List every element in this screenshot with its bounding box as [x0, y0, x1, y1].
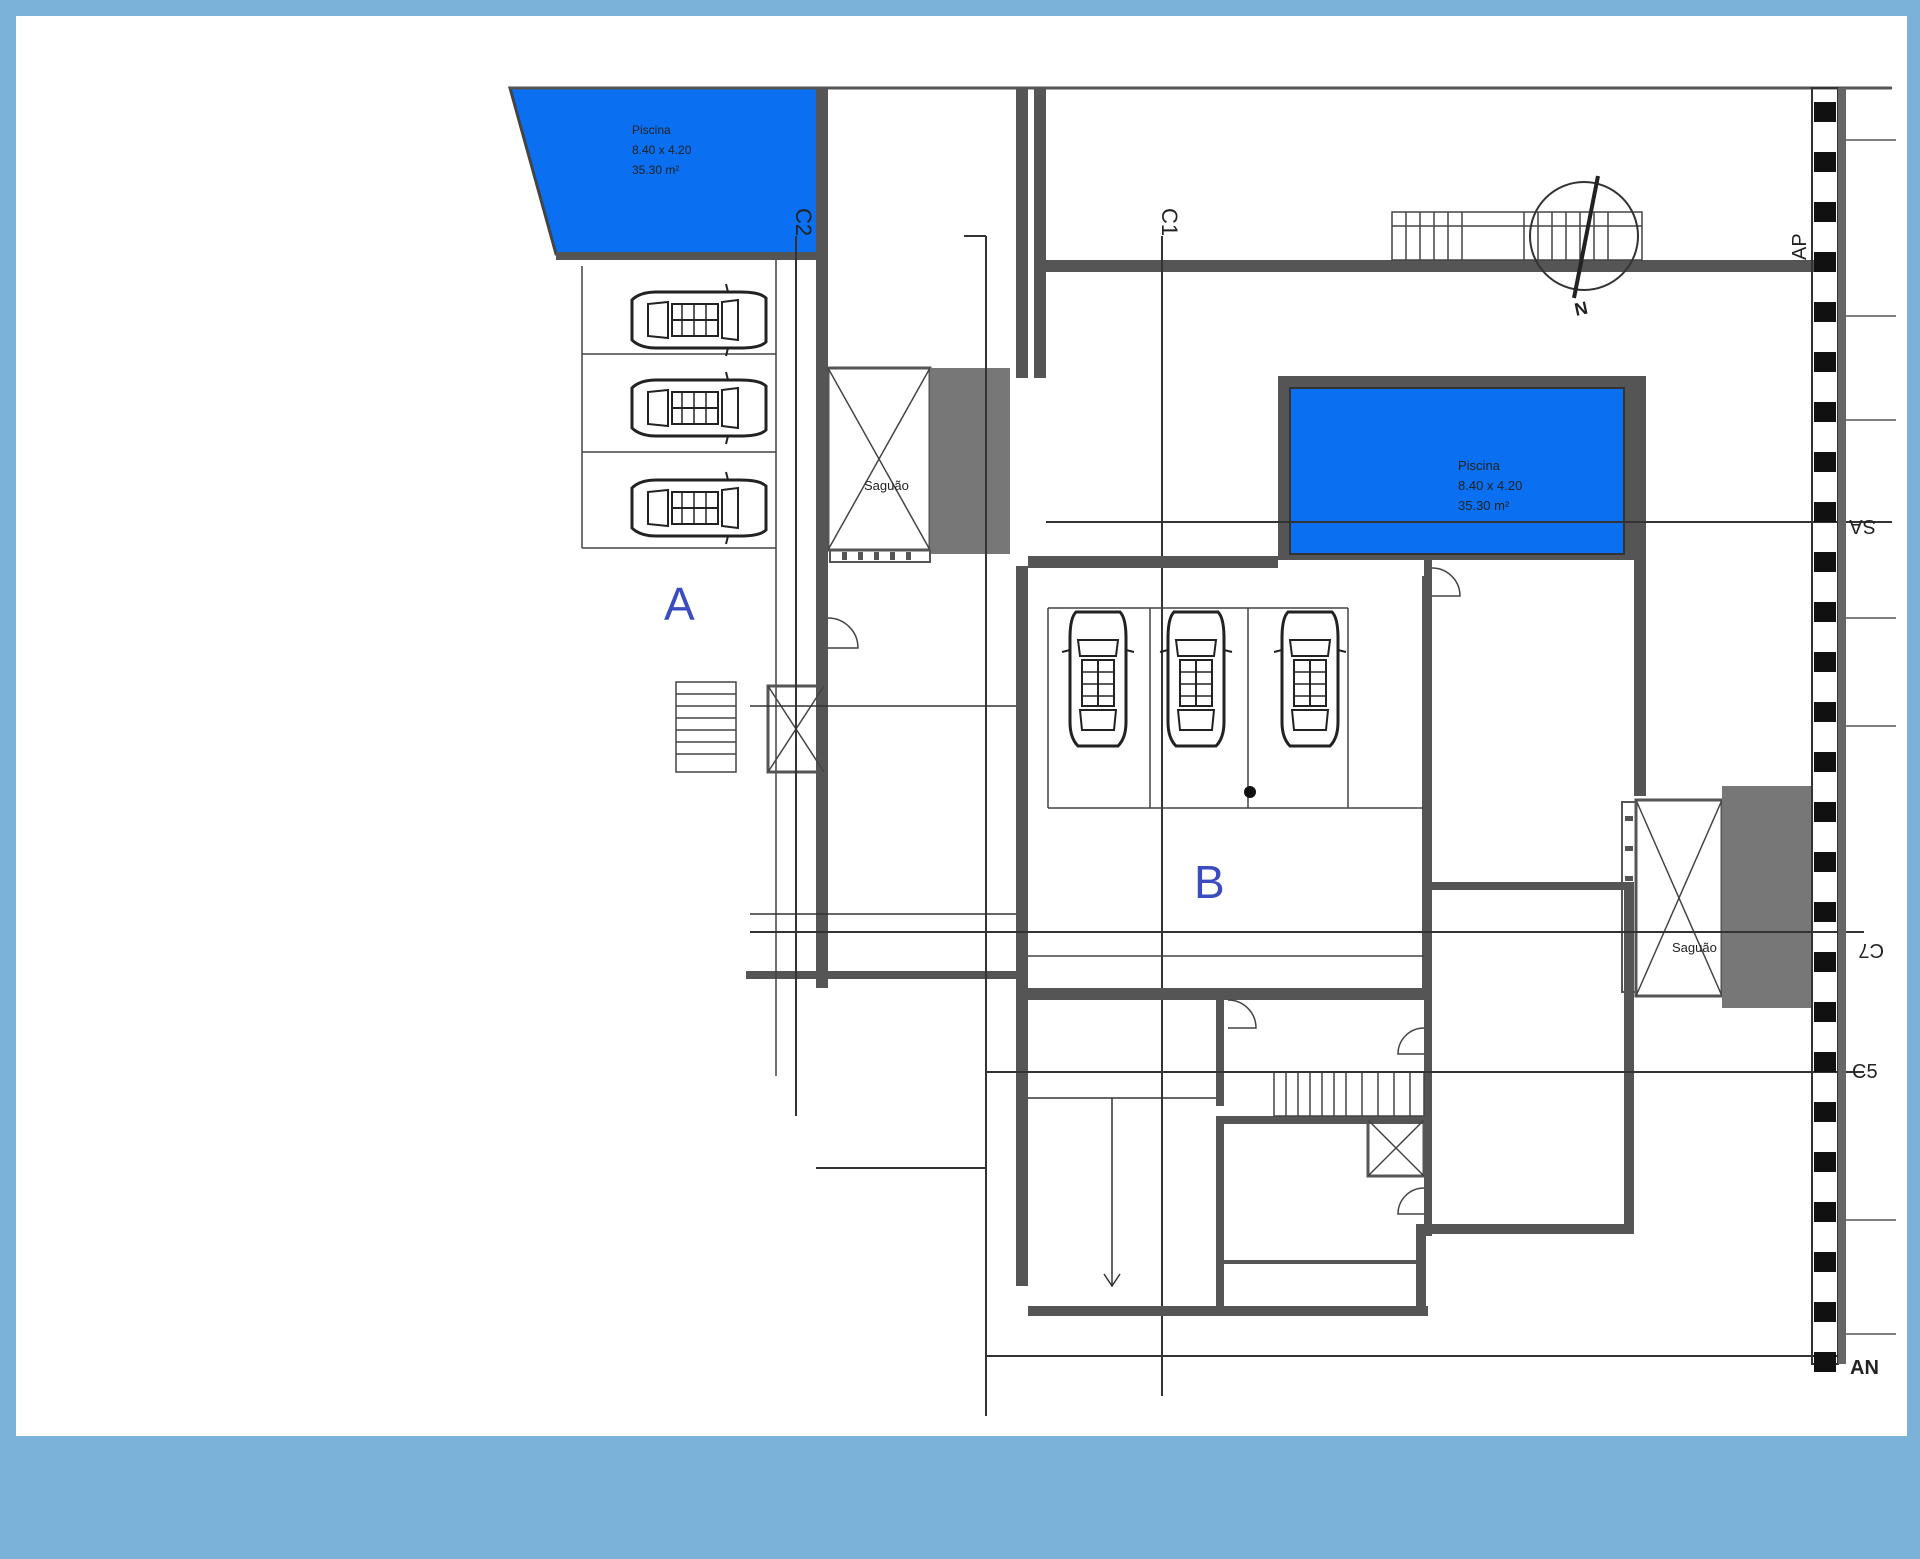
boundary-hatch-block: [1814, 302, 1836, 322]
boundary-hatch-block: [1814, 752, 1836, 772]
boundary-hatch-block: [1814, 1152, 1836, 1172]
boundary-hatch-block: [1814, 1202, 1836, 1222]
boundary-hatch-block: [1814, 352, 1836, 372]
wall-b-south: [1028, 1306, 1428, 1316]
marker-c1: C1: [1157, 208, 1182, 236]
boundary-hatch-block: [1814, 1302, 1836, 1322]
boundary-hatch-block: [1814, 1252, 1836, 1272]
marker-an: AN: [1850, 1357, 1879, 1379]
boundary-hatch-block: [1814, 1052, 1836, 1072]
stairs-lower: [1273, 1071, 1425, 1117]
car-icon: [630, 282, 768, 358]
boundary-hatch-block: [1814, 652, 1836, 672]
railing-right: [1621, 801, 1637, 993]
car-icon: [1060, 610, 1136, 748]
pool-b-name: Piscina: [1458, 458, 1501, 473]
marker-sa: SA: [1849, 515, 1876, 537]
boundary-hatch-block: [1814, 102, 1836, 122]
wall-b-west: [1016, 566, 1028, 1286]
outer-boundary-lines: [1846, 139, 1896, 1335]
boundary-hatch-block: [1814, 252, 1836, 272]
boundary-hatch-block: [1814, 902, 1836, 922]
door-a: [827, 617, 859, 649]
car-icon: [1158, 610, 1234, 748]
marker-c5: C5: [1852, 1061, 1878, 1083]
stairs-top: [1391, 211, 1643, 261]
pool-b-area: 35.30 m²: [1458, 498, 1510, 513]
dark-shaft-right: [1722, 786, 1812, 1008]
boundary-hatch-block: [1814, 152, 1836, 172]
boundary-hatch-block: [1814, 552, 1836, 572]
boundary-hatch-block: [1814, 952, 1836, 972]
door-arcs-b: [1227, 567, 1461, 1215]
wall-a-north: [556, 252, 821, 260]
wall-a-south: [746, 971, 1026, 979]
boundary-wall: [1838, 88, 1846, 1364]
dark-shaft-left: [930, 368, 1010, 554]
pool-a-name: Piscina: [632, 123, 671, 137]
car-icon: [630, 470, 768, 546]
wall-b-room-divider: [1424, 882, 1634, 890]
pool-b: [1289, 387, 1625, 555]
wall-b-east-upper: [1634, 376, 1646, 796]
parking-bays-a: [581, 260, 777, 1076]
floor-plan-drawing: Piscina 8.40 x 4.20 35.30 m² A Saguão: [508, 86, 1896, 1416]
boundary-hatch-block: [1814, 852, 1836, 872]
property-boundary-hatch: [1811, 87, 1839, 1372]
boundary-hatch-block: [1814, 1002, 1836, 1022]
wall-a-east: [816, 88, 828, 988]
wall-b-east-lower: [1624, 882, 1634, 1232]
stairs-left: [675, 681, 737, 773]
pool-b-dims: 8.40 x 4.20: [1458, 478, 1522, 493]
boundary-hatch-block: [1814, 452, 1836, 472]
light-well-left-label: Saguão: [864, 478, 909, 493]
marker-c2: C2: [791, 208, 816, 236]
railing-left: [829, 549, 931, 563]
car-icon: [1272, 610, 1348, 748]
wall-b-south-right: [1424, 1224, 1634, 1234]
boundary-hatch-block: [1814, 402, 1836, 422]
wall-corridor-right: [1034, 88, 1046, 378]
marker-c7: C7: [1858, 939, 1884, 961]
wall-corridor-left: [1016, 88, 1028, 378]
boundary-hatch-block: [1814, 502, 1836, 522]
drain-point: [1244, 786, 1256, 798]
wall-b-north: [1028, 556, 1278, 568]
boundary-hatch-block: [1814, 702, 1836, 722]
marker-ap: AP: [1789, 233, 1811, 260]
wall-b-inner: [1424, 556, 1432, 1236]
boundary-hatch-block: [1814, 602, 1836, 622]
car-icon: [630, 370, 768, 446]
parking-bays-b: [1028, 607, 1424, 957]
zone-label-b: B: [1194, 856, 1225, 908]
light-well-right-label: Saguão: [1672, 940, 1717, 955]
floor-plan-sheet: Piscina 8.40 x 4.20 35.30 m² A Saguão: [16, 16, 1907, 1436]
pool-a-area: 35.30 m²: [632, 163, 679, 177]
boundary-hatch-block: [1814, 202, 1836, 222]
zone-label-a: A: [664, 578, 695, 630]
shaft-lower: [1366, 1118, 1426, 1178]
wall-upper-corridor: [1046, 260, 1836, 272]
north-arrow-icon: N: [1529, 175, 1639, 320]
boundary-hatch-block: [1814, 1102, 1836, 1122]
pool-a-dims: 8.40 x 4.20: [632, 143, 692, 157]
boundary-hatch-block: [1814, 1352, 1836, 1372]
boundary-hatch-block: [1814, 802, 1836, 822]
north-label: N: [1573, 298, 1590, 320]
